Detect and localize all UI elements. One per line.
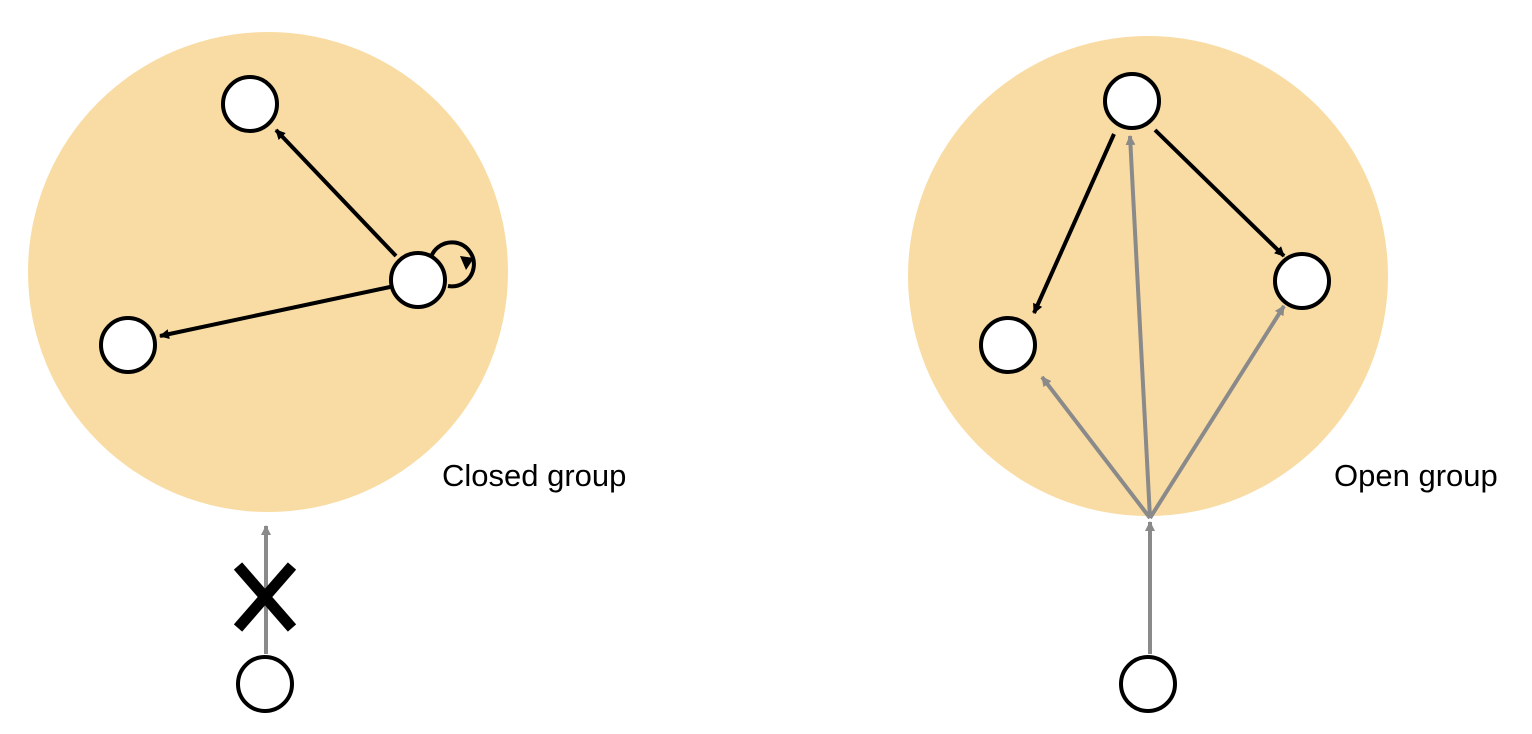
closed-self-loop [428, 240, 476, 289]
open-group-area [908, 36, 1388, 516]
blocked-x-icon [233, 562, 297, 632]
closed-external-node [236, 655, 294, 713]
open-group: Open group [908, 36, 1498, 713]
closed-node-top [221, 75, 279, 133]
closed-self-loop-arrowhead [460, 256, 474, 270]
closed-group: Closed group [28, 32, 626, 713]
open-node-right [1273, 252, 1331, 310]
closed-group-label: Closed group [442, 458, 626, 493]
open-node-left [979, 316, 1037, 374]
open-group-label: Open group [1334, 458, 1498, 493]
closed-group-area [28, 32, 508, 512]
closed-node-center-right [389, 251, 447, 309]
open-external-edge-to-left [1040, 375, 1152, 520]
open-external-edge-to-top [1125, 135, 1152, 519]
closed-edge-to-top-node [274, 128, 398, 258]
open-external-edge-to-right [1148, 304, 1286, 520]
open-edge-top-to-left [1032, 133, 1116, 314]
closed-node-left [99, 316, 157, 374]
open-edge-top-to-right [1153, 128, 1286, 258]
open-node-top [1103, 72, 1161, 130]
closed-edge-to-left-node [159, 285, 391, 340]
open-external-node [1119, 655, 1177, 713]
